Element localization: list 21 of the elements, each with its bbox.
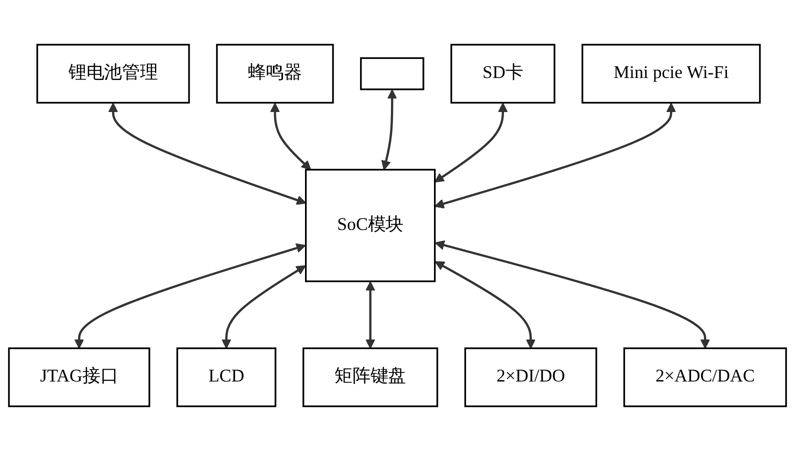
arrow [381, 89, 398, 170]
node-box: SD卡 [450, 44, 556, 104]
arrow [365, 281, 376, 349]
node-box: 锂电池管理 [36, 44, 190, 104]
arrow [434, 261, 536, 349]
arrow [108, 102, 306, 205]
arrow [270, 102, 312, 170]
node-box: 2×ADC/DAC [623, 347, 787, 408]
node-box: LCD [176, 347, 276, 408]
node-box: 2×DI/DO [464, 347, 598, 408]
node-box [360, 57, 424, 90]
arrow [434, 240, 710, 349]
arrow [74, 243, 306, 349]
node-box: JTAG接口 [8, 347, 150, 408]
node-box: 蜂鸣器 [216, 44, 334, 104]
arrow [434, 102, 508, 182]
node-box: 矩阵键盘 [302, 347, 438, 408]
arrow [434, 102, 676, 209]
node-box: Mini pcie Wi-Fi [582, 44, 761, 104]
node-box: SoC模块 [305, 168, 436, 282]
arrow [221, 265, 306, 349]
